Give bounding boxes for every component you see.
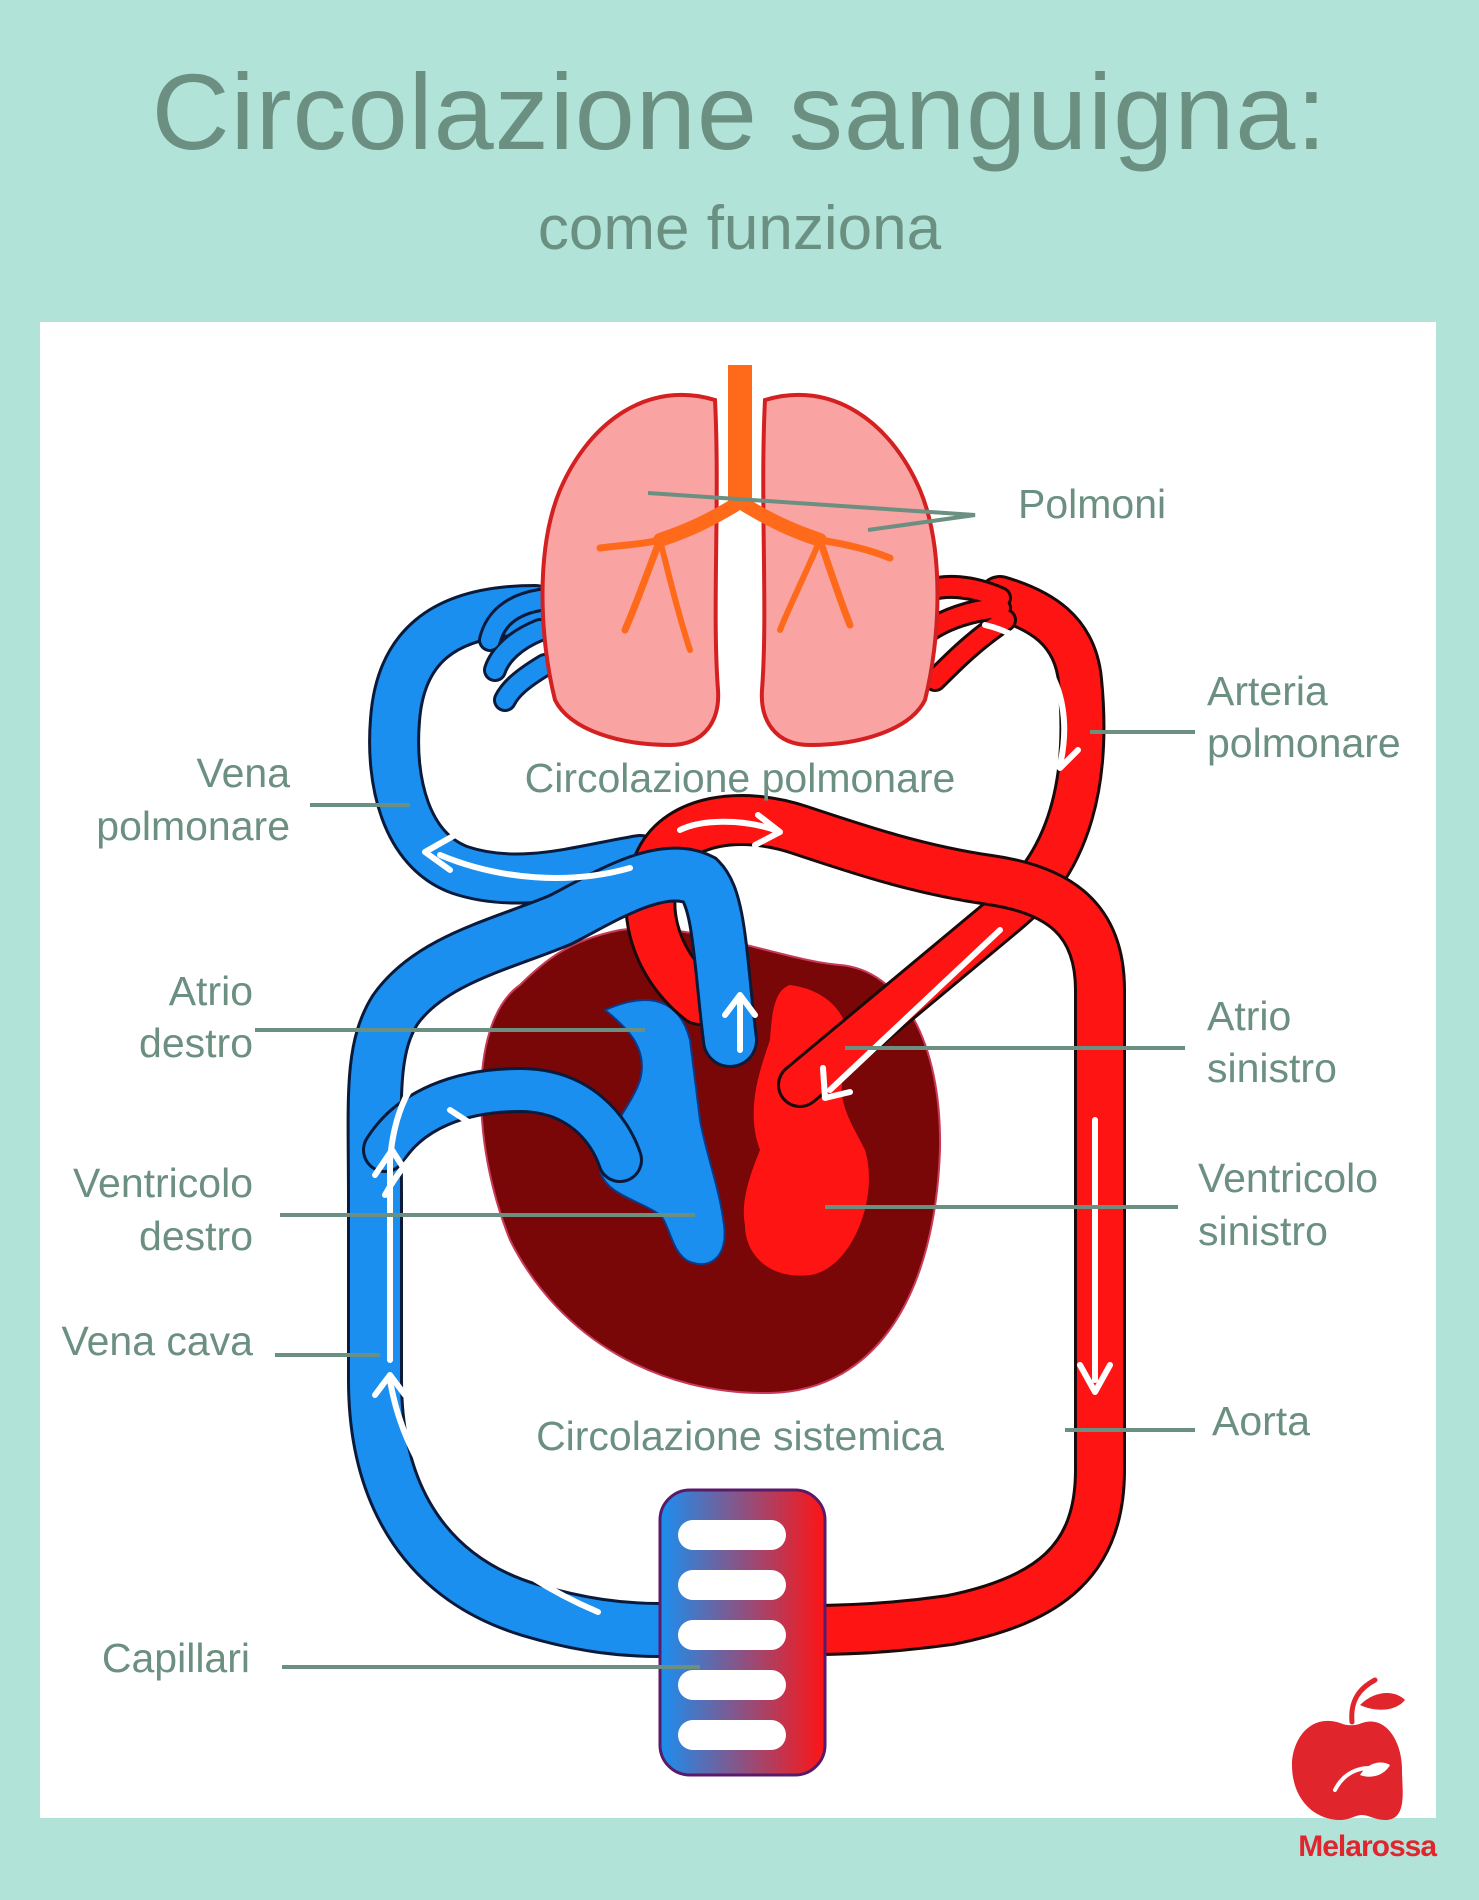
label-polmoni: Polmoni: [1018, 481, 1166, 527]
label-ventricolo-destro-2: destro: [139, 1213, 253, 1259]
right-heart-chambers: [598, 999, 726, 1266]
flow-arrows: [372, 622, 1113, 1615]
label-atrio-sinistro-1: Atrio: [1207, 993, 1291, 1039]
label-vena-polmonare-1: Vena: [197, 750, 291, 796]
apple-logo-icon: [1292, 1677, 1405, 1820]
label-atrio-destro-2: destro: [139, 1020, 253, 1066]
leader-lines: [255, 491, 1195, 1669]
label-ventricolo-destro-1: Ventricolo: [73, 1160, 253, 1206]
label-vena-cava: Vena cava: [62, 1318, 254, 1364]
label-ventricolo-sinistro-2: sinistro: [1198, 1208, 1328, 1254]
capillaries: [658, 1488, 827, 1777]
lungs: [540, 365, 940, 748]
brand-name: Melarossa: [1298, 1830, 1437, 1863]
page-subtitle: come funziona: [537, 194, 942, 263]
label-circolazione-sistemica: Circolazione sistemica: [536, 1413, 944, 1459]
label-aorta: Aorta: [1212, 1398, 1310, 1444]
labels: Polmoni Arteria polmonare Vena polmonare…: [62, 481, 1401, 1681]
vena-cava: [346, 846, 758, 1658]
label-atrio-sinistro-2: sinistro: [1207, 1045, 1337, 1091]
page-title: Circolazione sanguigna:: [151, 51, 1328, 172]
label-circolazione-polmonare: Circolazione polmonare: [525, 755, 956, 801]
label-ventricolo-sinistro-1: Ventricolo: [1198, 1155, 1378, 1201]
label-arteria-polmonare-2: polmonare: [1207, 720, 1401, 766]
label-arteria-polmonare-1: Arteria: [1207, 668, 1328, 714]
label-capillari: Capillari: [102, 1635, 250, 1681]
label-atrio-destro-1: Atrio: [169, 968, 253, 1014]
label-vena-polmonare-2: polmonare: [96, 803, 290, 849]
